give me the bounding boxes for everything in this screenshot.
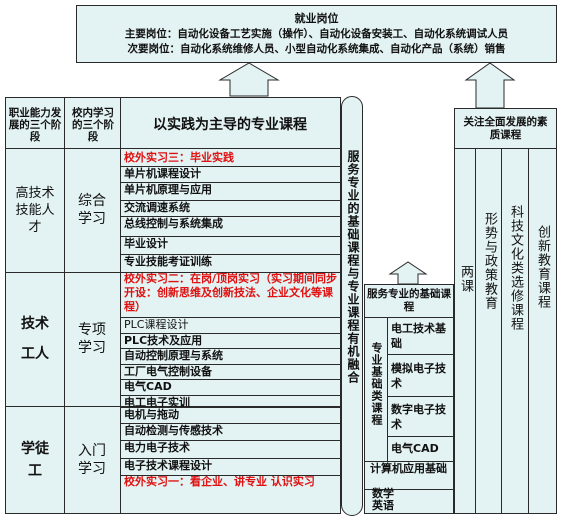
course-row-divider bbox=[120, 407, 341, 408]
base-bottom-english: 英语 bbox=[372, 499, 394, 512]
course-item: PLC技术及应用 bbox=[124, 334, 203, 347]
course-item: 交流调速系统 bbox=[124, 201, 190, 214]
course-item: 电子技术课程设计 bbox=[124, 459, 212, 472]
base-course-item: 模拟电子技术 bbox=[391, 362, 446, 390]
employment-box: 就业岗位 主要岗位：自动化设备工艺实施（操作）、自动化设备安装工、自动化系统调试… bbox=[76, 5, 557, 63]
course-row-divider bbox=[120, 423, 341, 424]
base-bottom-math: 数学 bbox=[372, 487, 394, 500]
quality-courses-title: 关注全面发展的素质课程 bbox=[463, 116, 548, 141]
course-row-divider bbox=[120, 272, 341, 273]
panel-line bbox=[454, 148, 557, 149]
table-line bbox=[120, 97, 121, 514]
course-row-divider bbox=[120, 348, 341, 349]
base-courses-block bbox=[364, 284, 454, 514]
block-line bbox=[387, 436, 454, 437]
block-line bbox=[387, 396, 454, 397]
stage-high-skill: 高技术技能人才 bbox=[15, 185, 55, 235]
quality-col-policy: 形势与政策教育 bbox=[482, 212, 497, 310]
course-item: 工厂电气控制设备 bbox=[124, 365, 212, 378]
panel-line bbox=[501, 148, 502, 514]
header-practice-courses: 以实践为主导的专业课程 bbox=[153, 117, 307, 133]
base-bottom-computer: 计算机应用基础 bbox=[370, 462, 447, 475]
internship-item: 校外实习二：在岗/顶岗实习（实习期间同步开设：创新思维及创新技法、企业文化等课程… bbox=[124, 272, 338, 313]
course-item: 自动控制原理与系统 bbox=[124, 349, 223, 362]
quality-col-tech-culture: 科技文化类选修课程 bbox=[508, 205, 523, 331]
course-item: 单片机课程设计 bbox=[124, 167, 201, 180]
course-item: 自动检测与传感技术 bbox=[124, 424, 223, 437]
course-item: 单片机原理与应用 bbox=[124, 183, 212, 196]
course-row-divider bbox=[120, 254, 341, 255]
quality-col-two-courses: 两课 bbox=[458, 265, 473, 293]
phase-comprehensive: 综合学习 bbox=[78, 193, 106, 227]
course-item: PLC课程设计 bbox=[124, 318, 189, 331]
employment-secondary: 次要岗位：自动化系统维修人员、小型自动化系统集成、自动化产品（系统）销售 bbox=[127, 43, 506, 55]
block-line bbox=[387, 354, 454, 355]
header-school-phases: 校内学习的三个阶段 bbox=[72, 107, 114, 143]
internship-item: 校外实习三：毕业实践 bbox=[124, 151, 234, 164]
employment-primary: 主要岗位：自动化设备工艺实施（操作）、自动化设备安装工、自动化系统调试人员 bbox=[124, 28, 509, 40]
course-row-divider bbox=[120, 458, 341, 459]
base-course-item: 电气CAD bbox=[391, 442, 439, 455]
panel-line bbox=[475, 148, 476, 514]
stage-apprentice: 学徒工 bbox=[21, 441, 49, 479]
course-item: 电气CAD bbox=[124, 380, 172, 393]
course-row-divider bbox=[120, 182, 341, 183]
table-line bbox=[64, 97, 65, 514]
base-course-item: 数字电子技术 bbox=[391, 403, 446, 431]
course-row-divider bbox=[120, 166, 341, 167]
panel-line bbox=[528, 148, 529, 514]
phase-specialized: 专项学习 bbox=[78, 322, 106, 356]
integration-pillar bbox=[341, 96, 363, 516]
course-row-divider bbox=[120, 236, 341, 237]
base-side-label: 专业基础类课程 bbox=[370, 342, 383, 426]
block-line bbox=[364, 489, 454, 490]
course-row-divider bbox=[120, 200, 341, 201]
stage-technician: 技术工人 bbox=[21, 316, 49, 362]
course-row-divider bbox=[120, 440, 341, 441]
course-row-divider bbox=[120, 364, 341, 365]
course-row-divider bbox=[120, 317, 341, 318]
course-row-divider bbox=[120, 379, 341, 380]
arrow-left-up-shape bbox=[218, 62, 280, 97]
base-course-item: 电工技术基础 bbox=[391, 322, 446, 350]
arrow-base-up-shape bbox=[388, 261, 428, 285]
header-career-stages: 职业能力发展的三个阶段 bbox=[8, 107, 62, 143]
table-line bbox=[5, 406, 341, 407]
course-item: 电力电子技术 bbox=[124, 441, 190, 454]
base-courses-title: 服务专业的基础课程 bbox=[367, 288, 451, 313]
internship-item: 校外实习一：看企业、讲专业 认识实习 bbox=[124, 475, 315, 488]
block-line bbox=[364, 317, 454, 318]
integration-pillar-text: 服务专业的基础课程与专业课程有机融合 bbox=[346, 150, 360, 384]
block-line bbox=[387, 317, 388, 461]
course-item: 总线控制与系统集成 bbox=[124, 217, 223, 230]
course-row-divider bbox=[120, 475, 341, 476]
employment-title: 就业岗位 bbox=[294, 12, 339, 25]
table-line bbox=[5, 148, 341, 149]
course-row-divider bbox=[120, 395, 341, 396]
quality-col-innovation: 创新教育课程 bbox=[535, 225, 550, 309]
course-item: 电机与拖动 bbox=[124, 408, 179, 421]
quality-courses-panel bbox=[454, 108, 557, 514]
course-item: 毕业设计 bbox=[124, 237, 168, 250]
course-item: 专业技能考证训练 bbox=[124, 255, 212, 268]
course-row-divider bbox=[120, 216, 341, 217]
course-row-divider bbox=[120, 333, 341, 334]
arrow-right-up-shape bbox=[464, 62, 516, 109]
phase-introductory: 入门学习 bbox=[78, 443, 106, 477]
course-item: 电工电子实训 bbox=[124, 396, 190, 407]
block-line bbox=[364, 461, 454, 462]
